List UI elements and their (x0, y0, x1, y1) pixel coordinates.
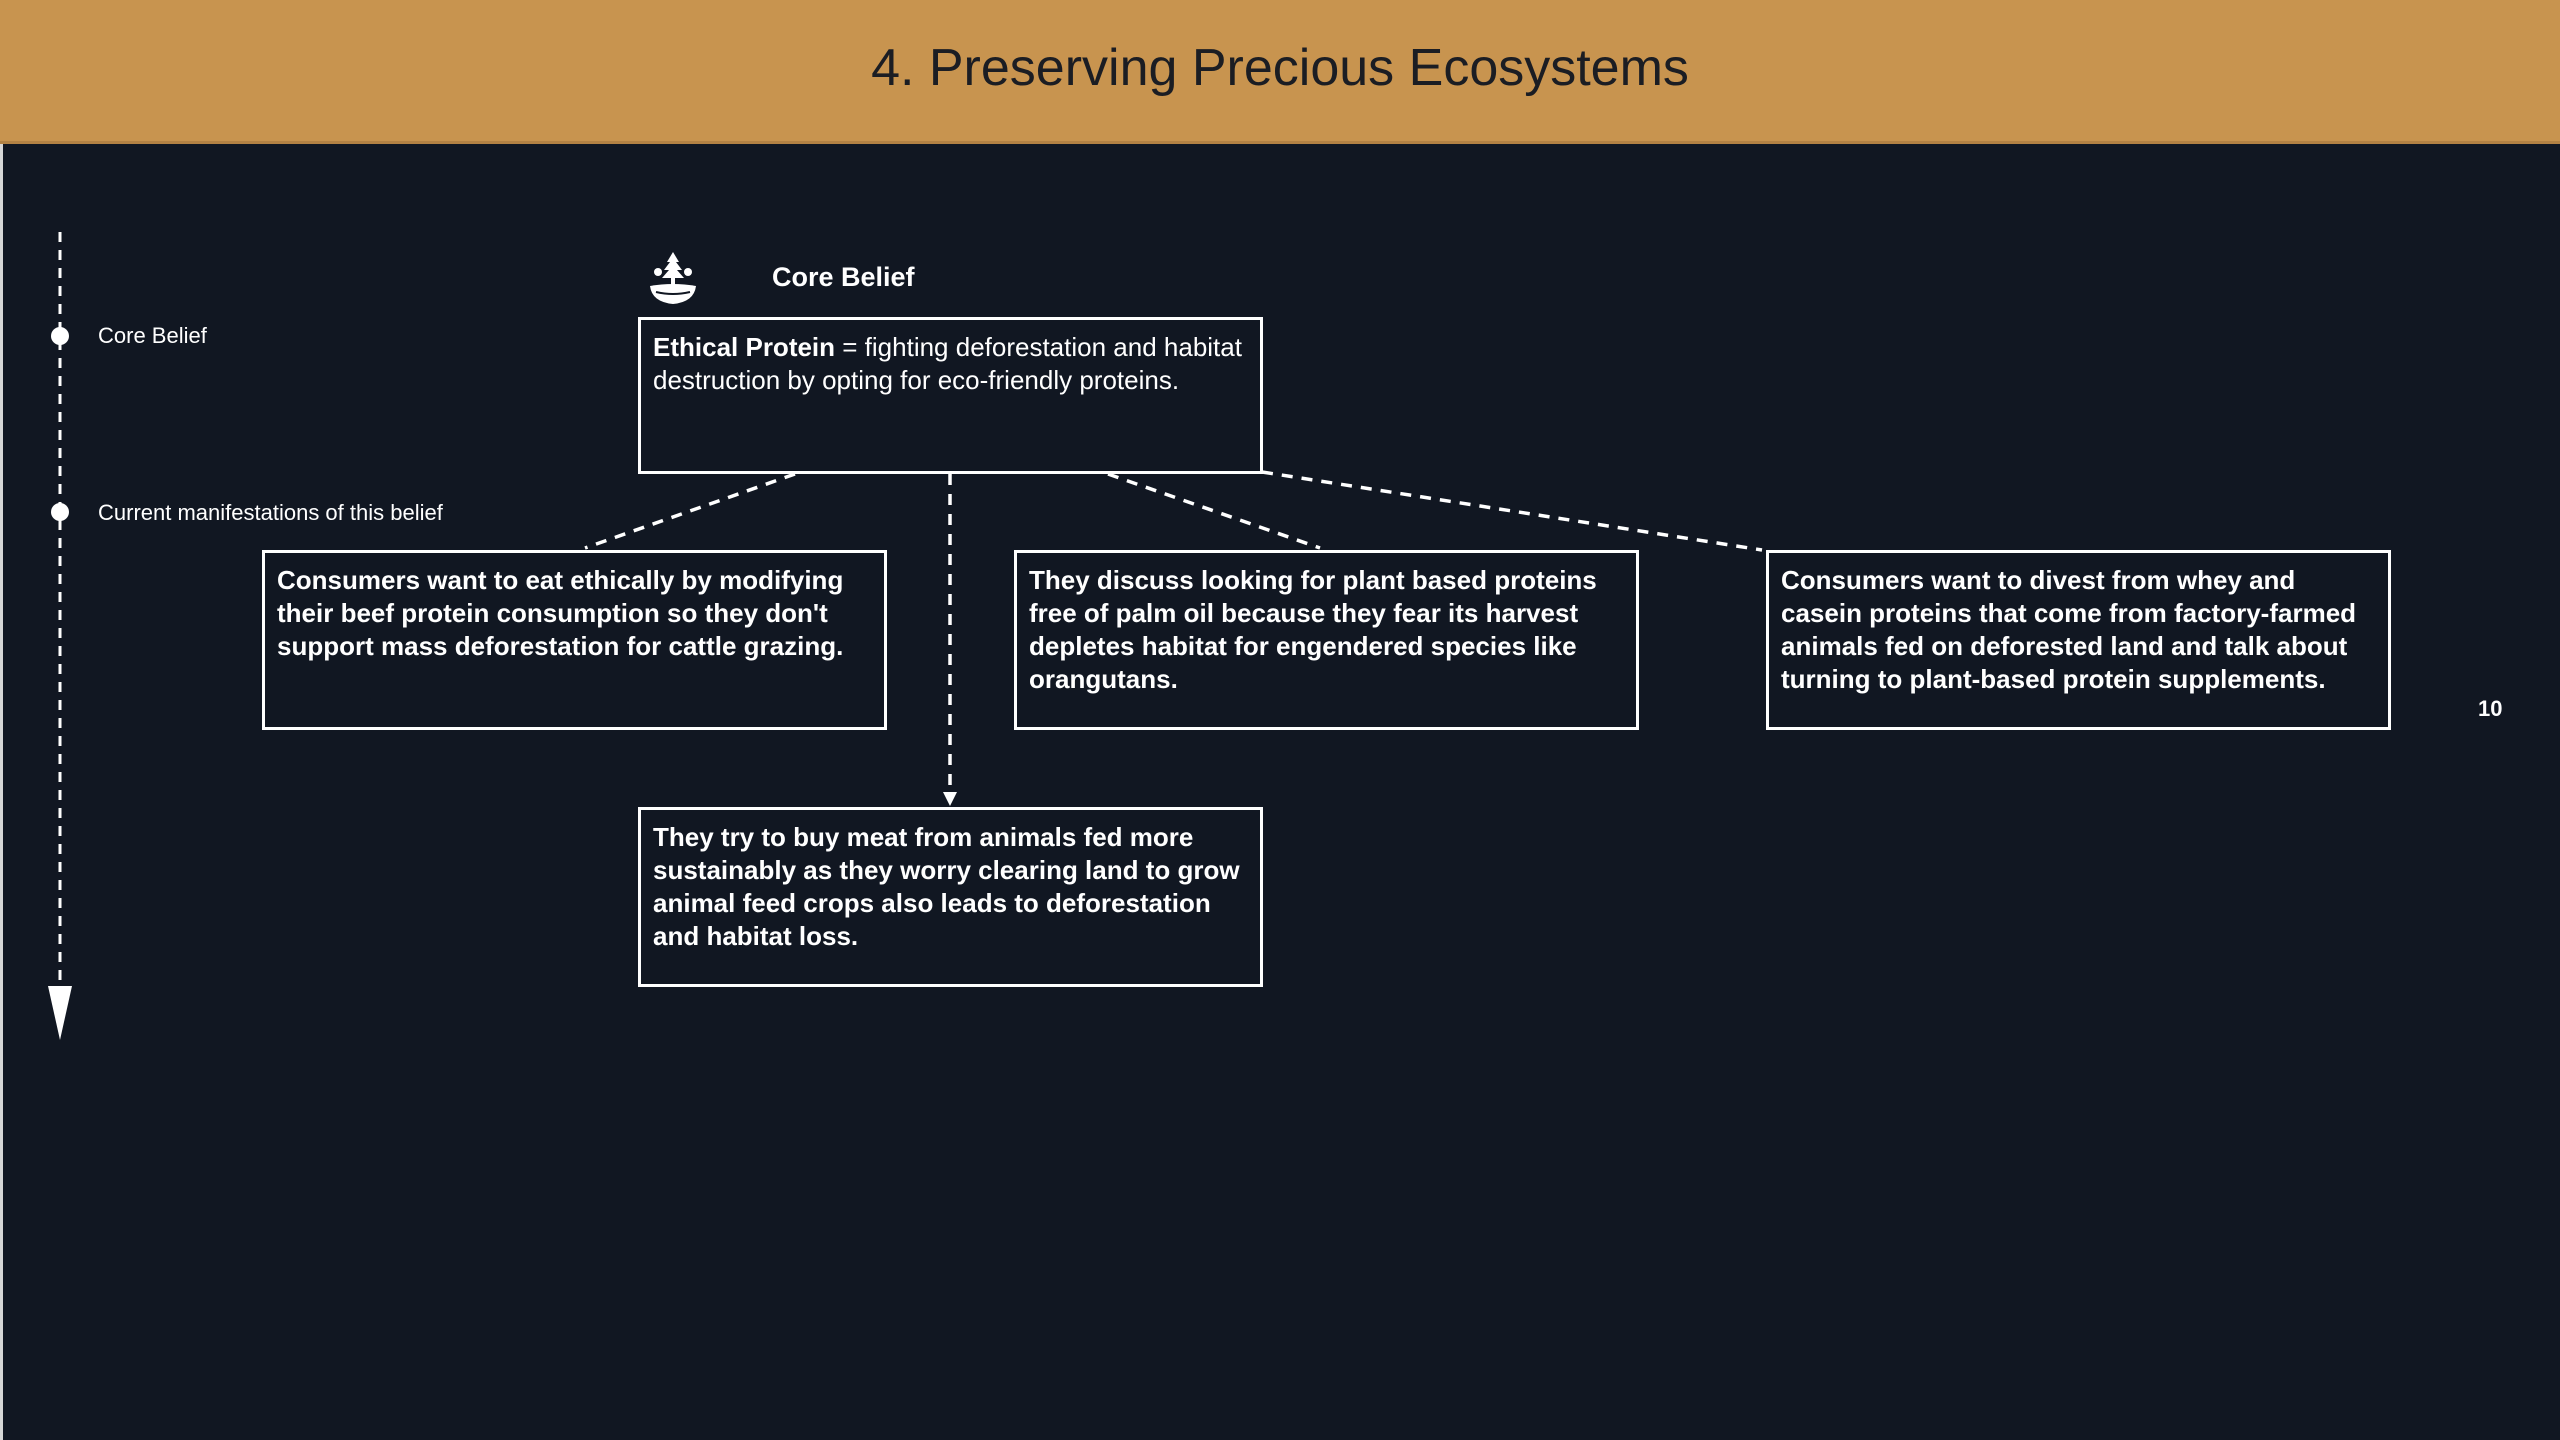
manifestation-box-4: Consumers want to divest from whey and c… (1766, 550, 2391, 730)
manifestation-box-3: They discuss looking for plant based pro… (1014, 550, 1639, 730)
connector-to-box-1 (584, 472, 796, 550)
manifestation-box-2: They try to buy meat from animals fed mo… (638, 807, 1263, 987)
timeline-label-core-belief: Core Belief (98, 323, 207, 348)
core-belief-term: Ethical Protein (653, 332, 836, 362)
connector-to-box-3 (1107, 472, 1321, 550)
connector-arrow-head (943, 792, 957, 806)
core-belief-box: Ethical Protein = fighting deforestation… (638, 317, 1263, 474)
core-belief-definition: = fighting deforestation and habitat des… (653, 332, 1242, 395)
page-number: 10 (2478, 696, 2503, 721)
manifestation-box-1: Consumers want to eat ethically by modif… (262, 550, 887, 730)
connector-to-box-4 (1261, 470, 1763, 552)
header-bar: 4. Preserving Precious Ecosystems (0, 0, 2560, 144)
slide-title: 4. Preserving Precious Ecosystems (871, 39, 1689, 97)
timeline-dot-manifestations (51, 503, 69, 521)
tree-on-hand-icon (650, 252, 696, 304)
timeline-label-manifestations: Current manifestations of this belief (98, 500, 443, 525)
timeline-dot-core (51, 327, 69, 345)
left-edge-line (0, 144, 3, 1440)
timeline-arrow-head (48, 986, 72, 1040)
core-belief-heading: Core Belief (772, 262, 915, 292)
